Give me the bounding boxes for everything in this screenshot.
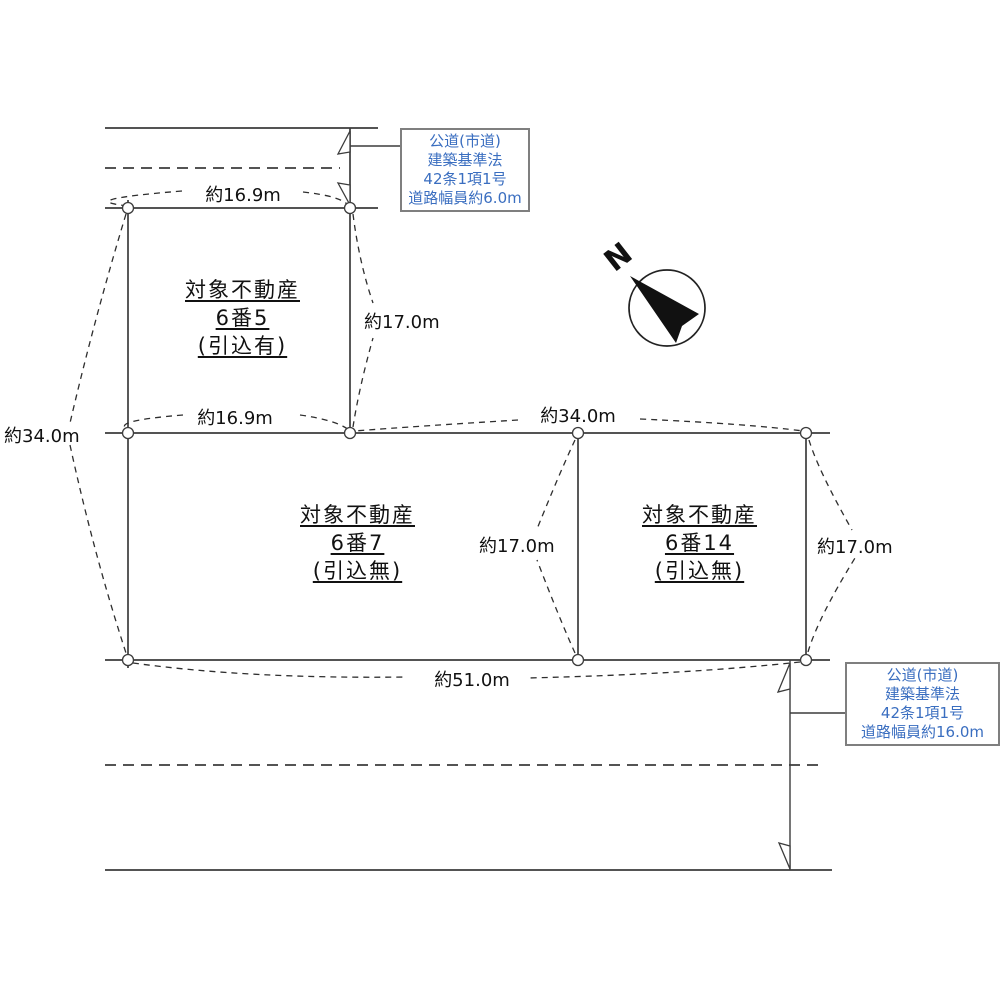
dimension-bottom-width: 約51.0m bbox=[434, 670, 510, 691]
plot-6-14-label: 対象不動産 6番14 (引込無) bbox=[612, 501, 787, 585]
plot-6-5-note: (引込有) bbox=[197, 334, 288, 358]
plot-6-7-number: 6番7 bbox=[330, 531, 385, 555]
note-line: 公道(市道) bbox=[886, 666, 959, 684]
note-line: 建築基準法 bbox=[427, 151, 503, 169]
plot-6-5-number: 6番5 bbox=[215, 306, 270, 330]
north-needle-icon bbox=[630, 276, 699, 343]
plot-6-14-number: 6番14 bbox=[664, 531, 735, 555]
top-road-width-indicator bbox=[336, 130, 400, 206]
leader-bottom-width-left bbox=[132, 662, 407, 678]
corner-marker-icon bbox=[121, 653, 135, 667]
dimension-p65-height: 約17.0m bbox=[364, 312, 440, 333]
leader-mid-width-left bbox=[123, 414, 184, 431]
note-line: 42条1項1号 bbox=[423, 170, 507, 188]
arrowhead-up-icon bbox=[776, 662, 791, 693]
leader-mid-width-right bbox=[299, 414, 350, 431]
top-road bbox=[105, 127, 378, 169]
plot-6-14-note: (引込無) bbox=[654, 559, 745, 583]
arrowhead-up-icon bbox=[336, 130, 351, 155]
leader-left-height-upper bbox=[69, 213, 127, 424]
note-line: 42条1項1号 bbox=[880, 704, 965, 722]
plot-6-14-title: 対象不動産 bbox=[642, 503, 757, 527]
note-line: 建築基準法 bbox=[884, 685, 960, 703]
corner-marker-icon bbox=[121, 201, 135, 215]
corner-marker-icon bbox=[799, 653, 813, 667]
corner-markers bbox=[121, 201, 813, 667]
plot-6-5-title: 対象不動産 bbox=[185, 278, 300, 302]
leader-p67-height-lower bbox=[536, 559, 576, 654]
leader-left-height-lower bbox=[69, 444, 127, 654]
corner-marker-icon bbox=[571, 653, 585, 667]
plot-6-5-label: 対象不動産 6番5 (引込有) bbox=[155, 276, 330, 360]
compass-circle bbox=[628, 269, 706, 347]
dimension-mid-top-width: 約34.0m bbox=[540, 406, 616, 427]
leader-p614-height-lower bbox=[807, 557, 856, 653]
leader-top-width-left bbox=[108, 190, 183, 207]
note-line: 道路幅員約6.0m bbox=[408, 189, 522, 207]
dimension-p614-height: 約17.0m bbox=[817, 537, 893, 558]
plot-6-7-note: (引込無) bbox=[312, 559, 403, 583]
bottom-road-width-indicator bbox=[776, 662, 845, 870]
compass-rose bbox=[628, 269, 706, 347]
plot-6-7-title: 対象不動産 bbox=[300, 503, 415, 527]
corner-marker-icon bbox=[121, 426, 135, 440]
dimension-p67-height: 約17.0m bbox=[479, 536, 555, 557]
leader-top-width-right bbox=[302, 191, 349, 206]
bottom-road bbox=[105, 660, 832, 871]
leader-p65-height-upper bbox=[352, 213, 374, 304]
leader-p65-height-lower bbox=[352, 337, 374, 428]
corner-marker-icon bbox=[343, 201, 357, 215]
leader-mid-top-width-right bbox=[639, 418, 804, 432]
dimension-mid-width: 約16.9m bbox=[197, 408, 273, 429]
leader-mid-top-width-left bbox=[353, 419, 519, 432]
leader-p67-height-upper bbox=[536, 439, 576, 530]
dimension-leaders bbox=[69, 190, 856, 679]
arrowhead-down-icon bbox=[336, 182, 351, 206]
dimension-top-width: 約16.9m bbox=[205, 185, 281, 206]
bottom-road-note: 公道(市道) 建築基準法 42条1項1号 道路幅員約16.0m bbox=[845, 662, 1000, 746]
corner-marker-icon bbox=[343, 426, 357, 440]
dimension-left-height: 約34.0m bbox=[4, 426, 80, 447]
note-line: 道路幅員約16.0m bbox=[860, 723, 984, 741]
arrowhead-down-icon bbox=[777, 842, 791, 870]
note-line: 公道(市道) bbox=[429, 132, 501, 150]
plot-6-7-label: 対象不動産 6番7 (引込無) bbox=[270, 501, 445, 585]
leader-p614-height-upper bbox=[808, 439, 853, 531]
corner-marker-icon bbox=[799, 426, 813, 440]
top-road-note: 公道(市道) 建築基準法 42条1項1号 道路幅員約6.0m bbox=[400, 128, 530, 212]
leader-bottom-width-right bbox=[527, 661, 801, 679]
corner-marker-icon bbox=[571, 426, 585, 440]
